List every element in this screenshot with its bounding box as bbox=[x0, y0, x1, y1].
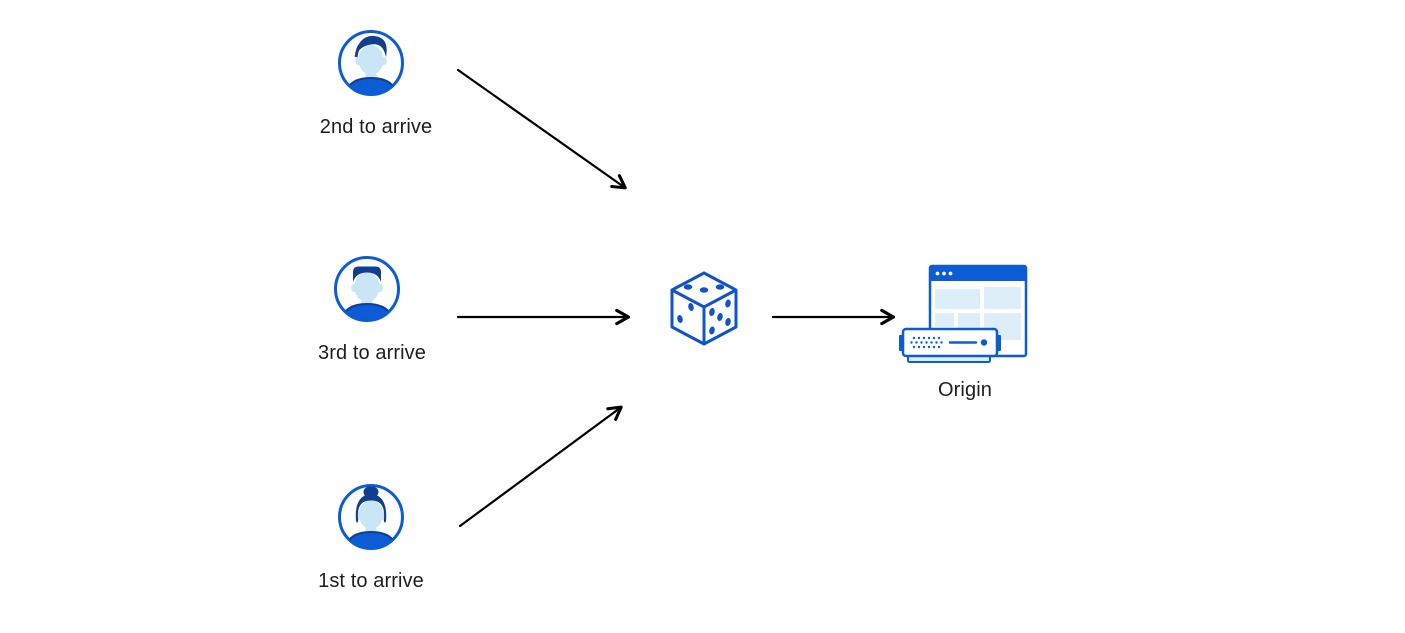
male-avatar-flat-hair-icon bbox=[334, 256, 400, 322]
edge-second-to-randomizer bbox=[456, 68, 627, 190]
origin-server-browser-icon bbox=[899, 264, 1028, 363]
node-origin bbox=[895, 262, 1033, 367]
node-user-third bbox=[333, 255, 401, 323]
node-label-second: 2nd to arrive bbox=[319, 116, 433, 138]
node-randomizer bbox=[668, 270, 740, 348]
node-label-first: 1st to arrive bbox=[318, 570, 424, 592]
node-label-origin: Origin bbox=[938, 379, 992, 401]
edge-first-to-randomizer bbox=[458, 405, 623, 528]
node-user-first bbox=[337, 483, 405, 551]
node-user-second bbox=[337, 29, 405, 97]
node-label-third: 3rd to arrive bbox=[317, 342, 426, 364]
dice-icon bbox=[670, 271, 738, 346]
female-avatar-bun-hair-icon bbox=[338, 484, 404, 550]
male-avatar-swoop-hair-icon bbox=[338, 30, 404, 96]
